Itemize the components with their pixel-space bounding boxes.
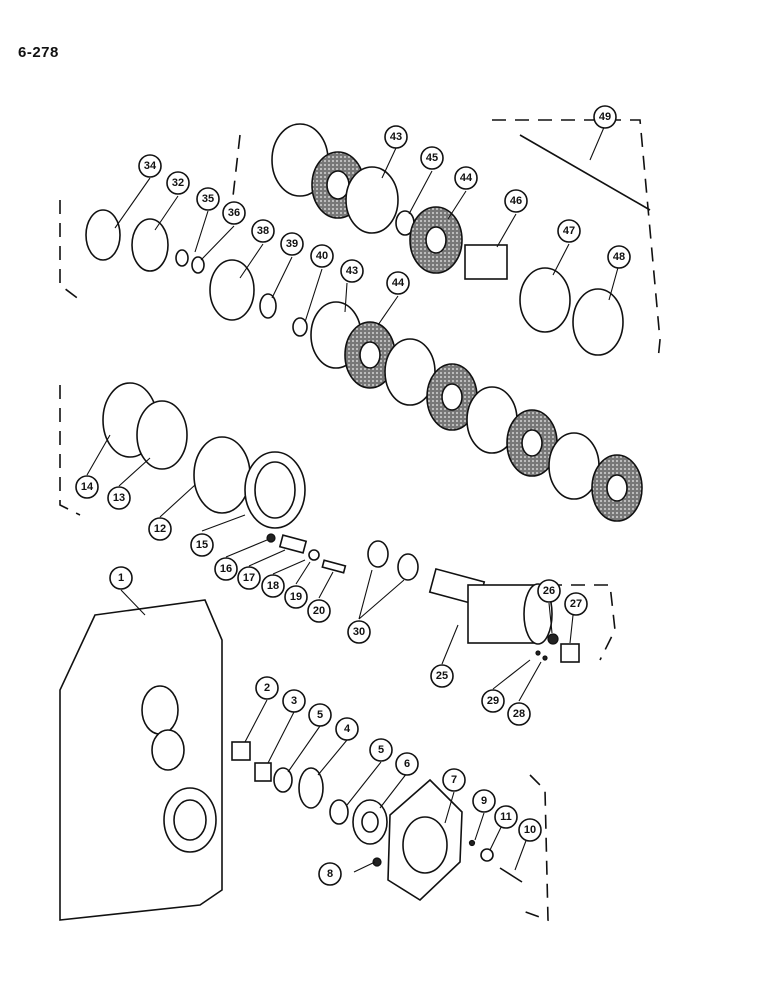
callout-7: 7 (442, 768, 466, 792)
callout-4: 4 (335, 717, 359, 741)
callout-43-upper-label: 43 (390, 131, 402, 143)
callout-28-label: 28 (513, 708, 525, 720)
callout-25-label: 25 (436, 670, 448, 682)
callout-47: 47 (557, 219, 581, 243)
callout-13-label: 13 (113, 492, 125, 504)
callout-15: 15 (190, 533, 214, 557)
callout-8-label: 8 (327, 868, 333, 880)
clutch-plates-lower (310, 301, 643, 522)
callout-5-right: 5 (369, 738, 393, 762)
callout-17: 17 (237, 566, 261, 590)
callout-44-upper: 44 (454, 166, 478, 190)
callout-47-label: 47 (563, 225, 575, 237)
group-outlines (59, 119, 661, 922)
callout-6-label: 6 (404, 758, 410, 770)
callout-32-label: 32 (172, 177, 184, 189)
callout-2-label: 2 (264, 682, 270, 694)
callout-14: 14 (75, 475, 99, 499)
callout-15-label: 15 (196, 539, 208, 551)
callout-16-label: 16 (220, 563, 232, 575)
callout-48-label: 48 (613, 251, 625, 263)
callout-6: 6 (395, 752, 419, 776)
callout-44-lower-label: 44 (392, 277, 405, 289)
callout-49: 49 (593, 105, 617, 129)
callout-43-upper: 43 (384, 125, 408, 149)
callout-9-label: 9 (481, 795, 487, 807)
callout-19: 19 (284, 585, 308, 609)
callout-45: 45 (420, 146, 444, 170)
housing (59, 599, 223, 921)
callout-32: 32 (166, 171, 190, 195)
callout-7-label: 7 (451, 774, 457, 786)
callout-36: 36 (222, 201, 246, 225)
piston-assembly (85, 209, 308, 337)
callout-18-label: 18 (267, 580, 279, 592)
callout-30-label: 30 (353, 626, 365, 638)
callout-44-lower: 44 (386, 271, 410, 295)
callout-30: 30 (347, 620, 371, 644)
callout-26: 26 (537, 579, 561, 603)
callout-36-label: 36 (228, 207, 240, 219)
callout-38-label: 38 (257, 225, 269, 237)
callout-19-label: 19 (290, 591, 302, 603)
seal-and-cover-parts (102, 382, 347, 574)
callout-39: 39 (280, 232, 304, 256)
callout-3: 3 (282, 689, 306, 713)
callout-9: 9 (472, 789, 496, 813)
callout-43-lower: 43 (340, 259, 364, 283)
callout-25: 25 (430, 664, 454, 688)
callout-26-label: 26 (543, 585, 555, 597)
callout-34: 34 (138, 154, 162, 178)
callout-49-label: 49 (599, 111, 611, 123)
callout-48: 48 (607, 245, 631, 269)
callout-12: 12 (148, 517, 172, 541)
callout-20: 20 (307, 599, 331, 623)
callout-29: 29 (481, 689, 505, 713)
callout-34-label: 34 (144, 160, 157, 172)
callout-14-label: 14 (81, 481, 94, 493)
gear-and-bearing-parts (231, 741, 523, 902)
callout-38: 38 (251, 219, 275, 243)
leader-lines (86, 124, 620, 873)
callout-5-left: 5 (308, 703, 332, 727)
callout-20-label: 20 (313, 605, 325, 617)
callout-40: 40 (310, 244, 334, 268)
callout-46: 46 (504, 189, 528, 213)
callout-40-label: 40 (316, 250, 328, 262)
callout-3-label: 3 (291, 695, 297, 707)
clutch-plates-upper (271, 123, 651, 356)
callout-4-label: 4 (344, 723, 351, 735)
callout-46-label: 46 (510, 195, 522, 207)
callout-29-label: 29 (487, 695, 499, 707)
callout-11: 11 (494, 805, 518, 829)
callout-17-label: 17 (243, 572, 255, 584)
callout-11-label: 11 (500, 811, 512, 823)
callout-35: 35 (196, 187, 220, 211)
clutch-drum-assembly (367, 540, 580, 663)
callout-43-lower-label: 43 (346, 265, 358, 277)
callout-39-label: 39 (286, 238, 298, 250)
callout-10-label: 10 (524, 824, 536, 836)
callout-27: 27 (564, 592, 588, 616)
callout-10: 10 (518, 818, 542, 842)
callout-1: 1 (109, 566, 133, 590)
callout-35-label: 35 (202, 193, 214, 205)
callout-16: 16 (214, 557, 238, 581)
callout-18: 18 (261, 574, 285, 598)
page-number: 6-278 (18, 44, 59, 61)
callout-44-upper-label: 44 (460, 172, 473, 184)
callout-5-left-label: 5 (317, 709, 323, 721)
callout-8: 8 (318, 862, 342, 886)
callout-1-label: 1 (118, 572, 124, 584)
callout-2: 2 (255, 676, 279, 700)
callout-13: 13 (107, 486, 131, 510)
callout-45-label: 45 (426, 152, 438, 164)
callout-12-label: 12 (154, 523, 166, 535)
callout-5-right-label: 5 (378, 744, 384, 756)
callout-28: 28 (507, 702, 531, 726)
callout-27-label: 27 (570, 598, 582, 610)
